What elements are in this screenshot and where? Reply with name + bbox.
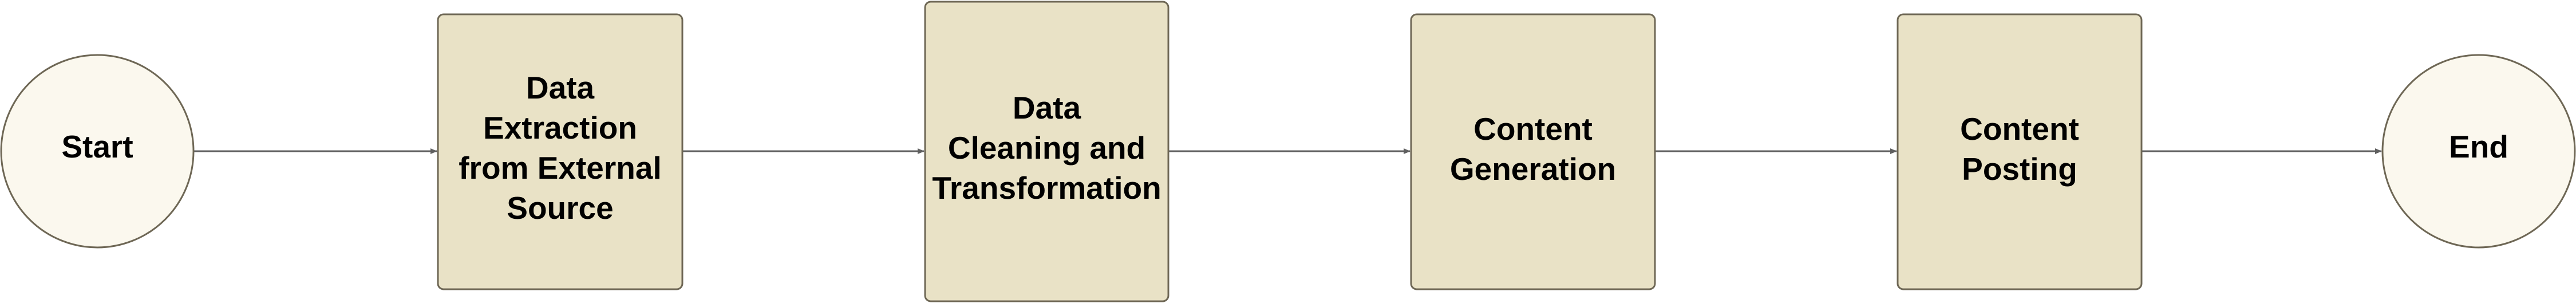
node-end: End (2381, 54, 2576, 249)
posting-label-line: Content (1960, 111, 2079, 147)
extraction-label-line: from External (459, 150, 662, 186)
posting-process-box (1897, 13, 2143, 290)
start-terminal-shape (0, 54, 195, 249)
extraction-label-line: Source (507, 190, 613, 226)
node-start: Start (0, 54, 195, 249)
start-label-line: Start (61, 129, 133, 164)
cleaning-process-box (924, 1, 1170, 302)
cleaning-label-line: Data (1013, 90, 1081, 125)
cleaning-label-line: Transformation (932, 170, 1161, 206)
end-terminal-shape (2381, 54, 2576, 249)
generation-label-line: Generation (1450, 151, 1616, 187)
extraction-label-line: Extraction (483, 110, 637, 145)
extraction-process-box (437, 13, 683, 290)
extraction-label-line: Data (526, 70, 595, 105)
posting-label-line: Posting (1962, 151, 2077, 187)
end-label-line: End (2449, 129, 2508, 164)
generation-process-box (1410, 13, 1656, 290)
generation-label-line: Content (1473, 111, 1593, 147)
cleaning-label-line: Cleaning and (948, 130, 1145, 166)
